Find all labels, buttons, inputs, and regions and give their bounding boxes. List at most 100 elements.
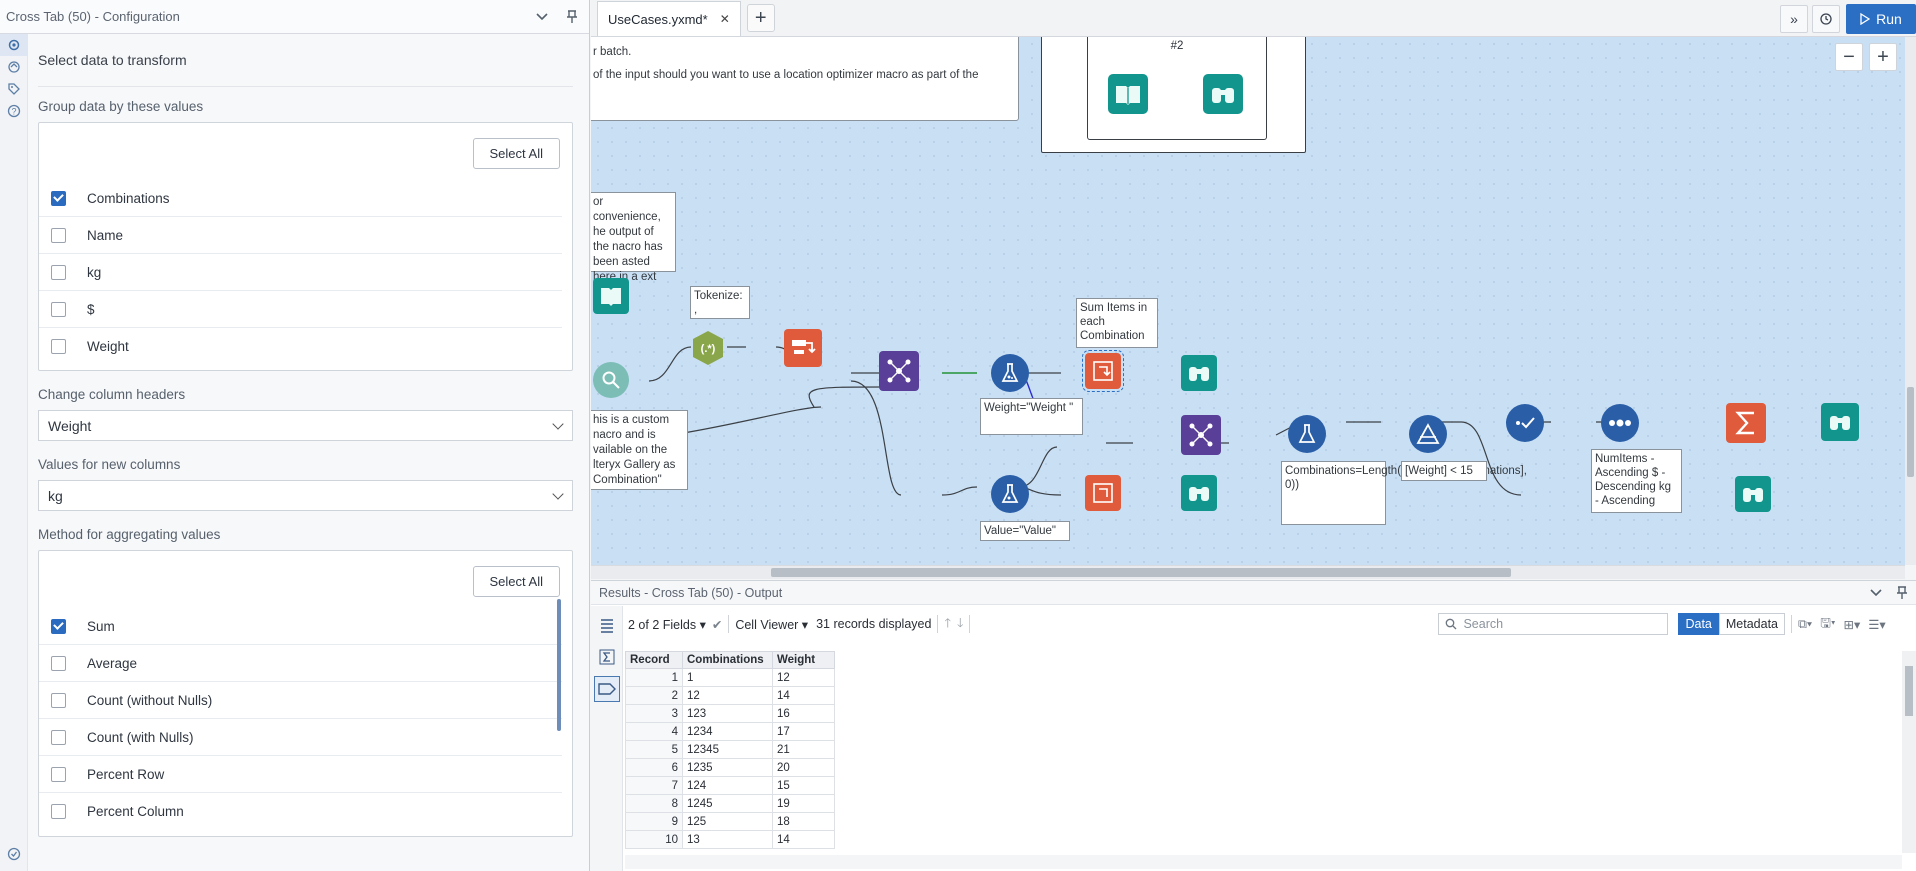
results-horizontal-scrollbar[interactable]: [625, 855, 1902, 869]
table-cell[interactable]: 7: [625, 776, 683, 795]
checkbox[interactable]: [51, 729, 66, 745]
values-dropdown[interactable]: kg: [38, 480, 573, 511]
sigma-icon[interactable]: [594, 644, 620, 670]
tool-container[interactable]: #2: [1041, 37, 1306, 153]
checkbox[interactable]: [51, 227, 66, 243]
canvas-horizontal-scrollbar[interactable]: [591, 565, 1905, 579]
checkbox[interactable]: [51, 618, 66, 634]
checkbox[interactable]: [51, 301, 66, 317]
browse-tool-4[interactable]: [1735, 476, 1771, 512]
table-cell[interactable]: 17: [772, 722, 835, 741]
table-icon[interactable]: [594, 612, 620, 638]
tab-usecases[interactable]: UseCases.yxmd* ✕: [597, 1, 741, 36]
text-input-tool[interactable]: [593, 278, 629, 314]
browse-tool-2[interactable]: [1181, 475, 1217, 511]
table-layout-icon[interactable]: ⊞▾: [1843, 617, 1861, 632]
formula-tool-weight[interactable]: [991, 354, 1029, 392]
formula-tool-value[interactable]: [991, 475, 1029, 513]
close-icon[interactable]: ✕: [719, 12, 730, 26]
browse-tool-1[interactable]: [1181, 355, 1217, 391]
method-row[interactable]: Average: [39, 645, 562, 682]
table-cell[interactable]: 5: [625, 740, 683, 759]
table-cell[interactable]: 123: [682, 704, 773, 723]
scroll-thumb[interactable]: [1905, 666, 1913, 716]
table-cell[interactable]: 12: [772, 668, 835, 687]
checkbox[interactable]: [51, 655, 66, 671]
checkbox[interactable]: [51, 692, 66, 708]
join-tool-2[interactable]: [1181, 415, 1221, 455]
formula-tool-combinations[interactable]: [1288, 415, 1326, 453]
copy-icon[interactable]: ⧉▾: [1798, 616, 1813, 631]
workflow-icon[interactable]: [0, 56, 28, 78]
zoom-out-button[interactable]: −: [1835, 43, 1863, 71]
table-cell[interactable]: 15: [772, 776, 835, 795]
table-cell[interactable]: 1: [625, 668, 683, 687]
column-header[interactable]: Combinations: [682, 651, 773, 669]
macro-input-tool[interactable]: [593, 362, 629, 398]
table-cell[interactable]: 16: [772, 704, 835, 723]
table-cell[interactable]: 9: [625, 812, 683, 831]
tag-icon[interactable]: [0, 78, 28, 100]
search-input[interactable]: Search: [1438, 613, 1669, 635]
table-cell[interactable]: 14: [772, 830, 835, 849]
table-cell[interactable]: 2: [625, 686, 683, 705]
help-icon[interactable]: ?: [0, 100, 28, 122]
label-combinations[interactable]: Combinations=Length(ToString([Combinatio…: [1281, 461, 1527, 525]
column-headers-dropdown[interactable]: Weight: [38, 410, 573, 441]
workflow-canvas[interactable]: r batch. of the input should you want to…: [591, 37, 1905, 565]
join-tool-1[interactable]: [879, 351, 919, 391]
table-cell[interactable]: 12: [682, 686, 773, 705]
pin-icon[interactable]: [561, 6, 583, 28]
table-cell[interactable]: 13: [682, 830, 773, 849]
checkbox[interactable]: [51, 804, 66, 819]
group-field-row[interactable]: Weight: [39, 328, 562, 365]
arrow-down-icon[interactable]: 🡓: [956, 615, 964, 630]
label-value[interactable]: Value="Value": [980, 521, 1070, 541]
results-vertical-scrollbar[interactable]: [1902, 651, 1916, 853]
add-tab-button[interactable]: +: [746, 4, 775, 32]
table-cell[interactable]: 1234: [682, 722, 773, 741]
scroll-thumb[interactable]: [1907, 387, 1914, 477]
table-cell[interactable]: 14: [772, 686, 835, 705]
comment-custom-macro[interactable]: his is a custom nacro and is vailable on…: [591, 410, 688, 490]
table-cell[interactable]: 3: [625, 704, 683, 723]
cross-tab-tool-2[interactable]: [1085, 475, 1121, 511]
table-cell[interactable]: 19: [772, 794, 835, 813]
table-cell[interactable]: 21: [772, 740, 835, 759]
summarize-tool[interactable]: [1726, 403, 1766, 443]
group-field-row[interactable]: kg: [39, 254, 562, 291]
method-select-all-button[interactable]: Select All: [472, 566, 560, 597]
table-cell[interactable]: 10: [625, 830, 683, 849]
comment-top[interactable]: r batch. of the input should you want to…: [591, 37, 1019, 121]
chevron-down-icon[interactable]: [1864, 588, 1888, 597]
gear-icon[interactable]: [0, 34, 28, 56]
comment-convenience[interactable]: or convenience, he output of the nacro h…: [591, 192, 676, 298]
method-row[interactable]: Percent Row: [39, 756, 562, 793]
method-row[interactable]: Count (with Nulls): [39, 719, 562, 756]
menu-icon[interactable]: ☰▾: [1868, 617, 1886, 632]
group-field-row[interactable]: Name: [39, 217, 562, 254]
browse-tool[interactable]: [1203, 74, 1243, 114]
expand-icon[interactable]: »: [1780, 5, 1808, 33]
table-cell[interactable]: 1245: [682, 794, 773, 813]
table-cell[interactable]: 1: [682, 668, 773, 687]
run-button[interactable]: Run: [1846, 4, 1916, 34]
method-row[interactable]: Percent Column: [39, 793, 562, 830]
sample-tool[interactable]: [1506, 404, 1544, 442]
checkbox[interactable]: [51, 264, 66, 280]
tag-icon[interactable]: [594, 676, 620, 702]
column-header[interactable]: Record: [625, 651, 683, 669]
inner-container[interactable]: #2: [1087, 37, 1267, 140]
method-row[interactable]: Sum: [39, 608, 562, 645]
table-cell[interactable]: 20: [772, 758, 835, 777]
fields-dropdown[interactable]: 2 of 2 Fields ▾: [628, 617, 706, 632]
